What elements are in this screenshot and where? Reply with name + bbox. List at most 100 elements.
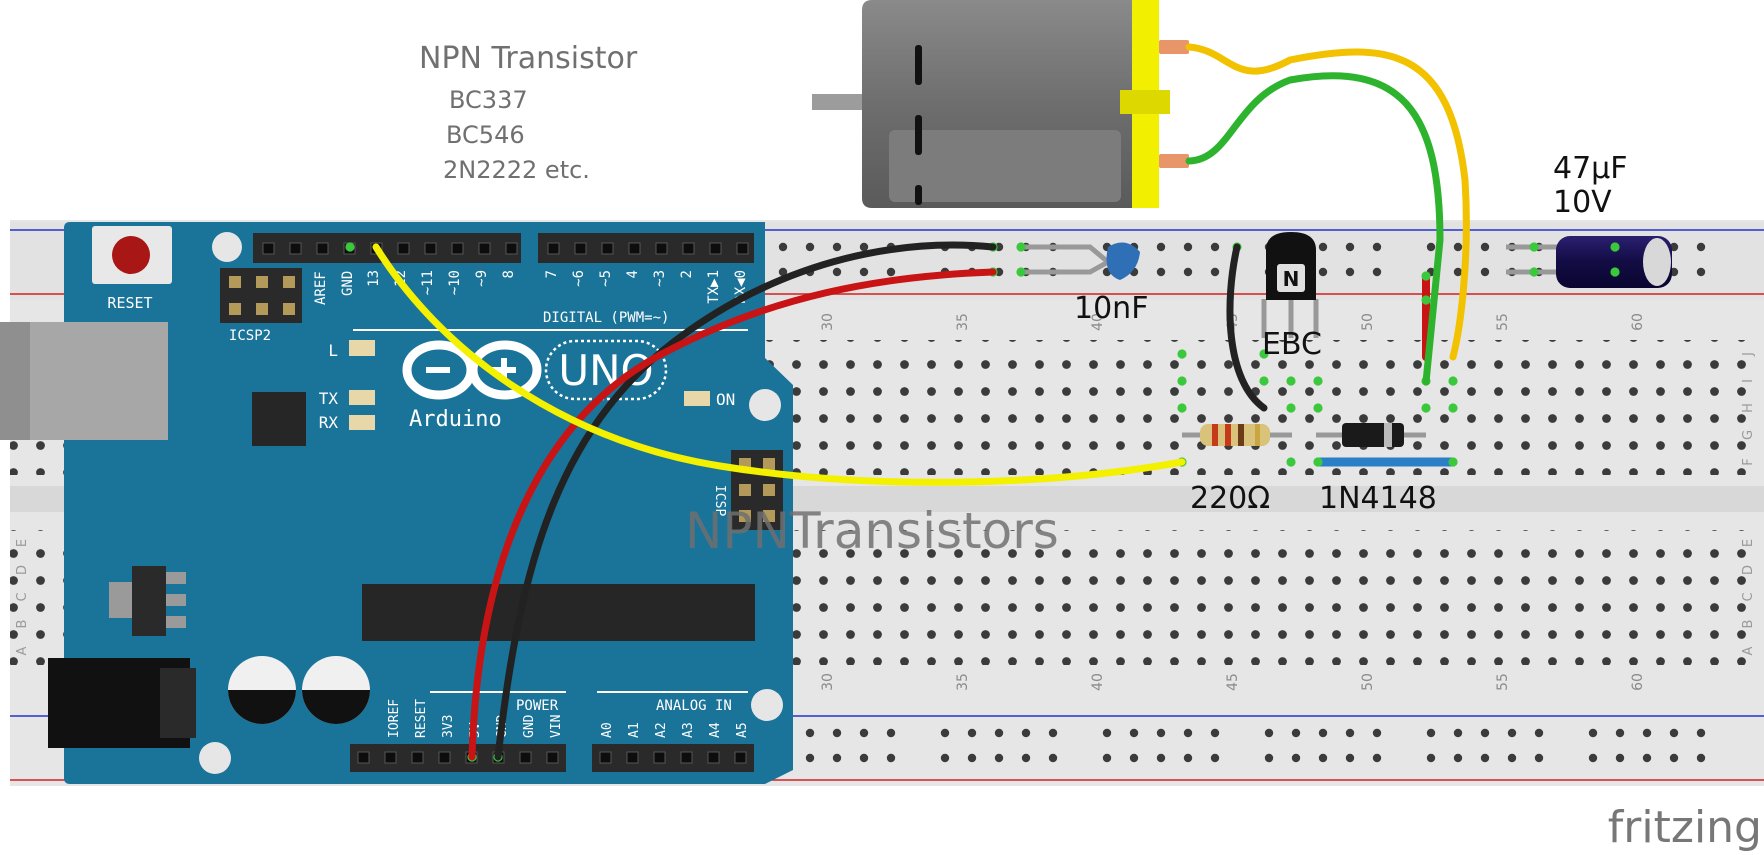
yellow-wire-pin13 [372,243,1186,486]
row-letter: B [1741,620,1756,629]
power-pin-label: RESET [414,699,429,738]
connected-hole [1313,376,1323,386]
digital-pin-label: ~9 [474,270,490,287]
column-number: 35 [955,673,971,691]
header-pin [478,242,491,255]
header-pin [680,751,693,764]
rail-hole [1129,753,1139,763]
header-pin [519,751,532,764]
npn-transistor: N [1261,232,1319,338]
header-pin [289,242,302,255]
rail-hole [1507,753,1517,763]
rail-hole [1210,728,1220,738]
rail-hole [1021,728,1031,738]
rail-hole [967,728,977,738]
digital-header-right [538,233,754,263]
led-rx [349,415,375,430]
rail-hole [1669,728,1679,738]
note-part-2: BC546 [446,121,525,149]
rail-hole [1426,728,1436,738]
green-wire-motor [1185,72,1444,386]
connected-hole [345,242,355,252]
icsp2-header [220,268,302,323]
digital-pin-label: ~3 [652,270,668,287]
digital-pin-label: ~5 [598,270,614,287]
led-tx [349,390,375,405]
digital-pin-label: 13 [366,270,382,287]
rail-hole [1480,267,1490,277]
reset-label: RESET [107,294,152,312]
rail-hole [805,753,815,763]
connected-hole [1529,267,1539,277]
rail-hole [1507,728,1517,738]
rail-hole [859,753,869,763]
rail-hole [805,242,815,252]
rail-hole [1318,753,1328,763]
label-10nf: 10nF [1074,291,1148,326]
rail-hole [859,267,869,277]
capacitor-10nf [1021,242,1140,280]
led-l-label: L [328,341,338,360]
label-220-ohm: 220Ω [1190,481,1270,516]
column-number: 55 [1495,673,1511,691]
rail-hole [1318,267,1328,277]
led-l [349,340,375,356]
analog-pin-label: A1 [627,722,642,738]
rail-hole [1615,728,1625,738]
row-letter: A [1741,646,1756,655]
rail-hole [1210,267,1220,277]
rail-hole [1291,753,1301,763]
header-pin [424,242,437,255]
icsp-label: ICSP [712,485,727,516]
fritzing-logo: fritzing [1608,802,1762,853]
transistor-mark: N [1283,267,1300,291]
rail-hole [1696,242,1706,252]
header-pin [505,242,518,255]
header-pin [357,751,370,764]
rail-hole [1183,242,1193,252]
connected-hole [1177,376,1187,386]
header-pin [601,242,614,255]
rail-hole [1372,242,1382,252]
digital-pin-label: 8 [501,270,517,278]
row-letter: A [15,646,30,655]
connected-hole [1313,457,1323,467]
connected-hole [1286,457,1296,467]
header-pin [682,242,695,255]
header-pin [316,242,329,255]
column-number: 55 [1495,313,1511,331]
header-pin [397,242,410,255]
header-pin [628,242,641,255]
connected-hole [1259,349,1269,359]
column-number: 45 [1225,673,1241,691]
rail-hole [1588,728,1598,738]
analog-pin-label: A0 [600,722,615,738]
connected-hole [1529,242,1539,252]
row-letter: G [1741,430,1756,440]
connected-hole [1177,403,1187,413]
rail-hole [1156,728,1166,738]
connected-hole [1610,242,1620,252]
column-number: 40 [1090,313,1106,331]
column-number: 30 [820,673,836,691]
rail-hole [1372,753,1382,763]
column-number: 60 [1630,313,1646,331]
column-number: 35 [955,313,971,331]
rail-hole [994,753,1004,763]
led-on [684,391,710,406]
header-pin [626,751,639,764]
connected-hole [1016,267,1026,277]
rail-hole [1696,728,1706,738]
dc-motor [812,0,1189,208]
connected-hole [1421,271,1431,281]
row-letter: F [1741,458,1756,465]
rail-hole [1291,728,1301,738]
digital-pin-label: 7 [544,270,560,278]
row-letter: C [15,592,30,601]
rail-hole [1345,242,1355,252]
connected-hole [1448,403,1458,413]
power-pin-label: VIN [549,715,564,738]
red-wire-5v [468,268,997,761]
